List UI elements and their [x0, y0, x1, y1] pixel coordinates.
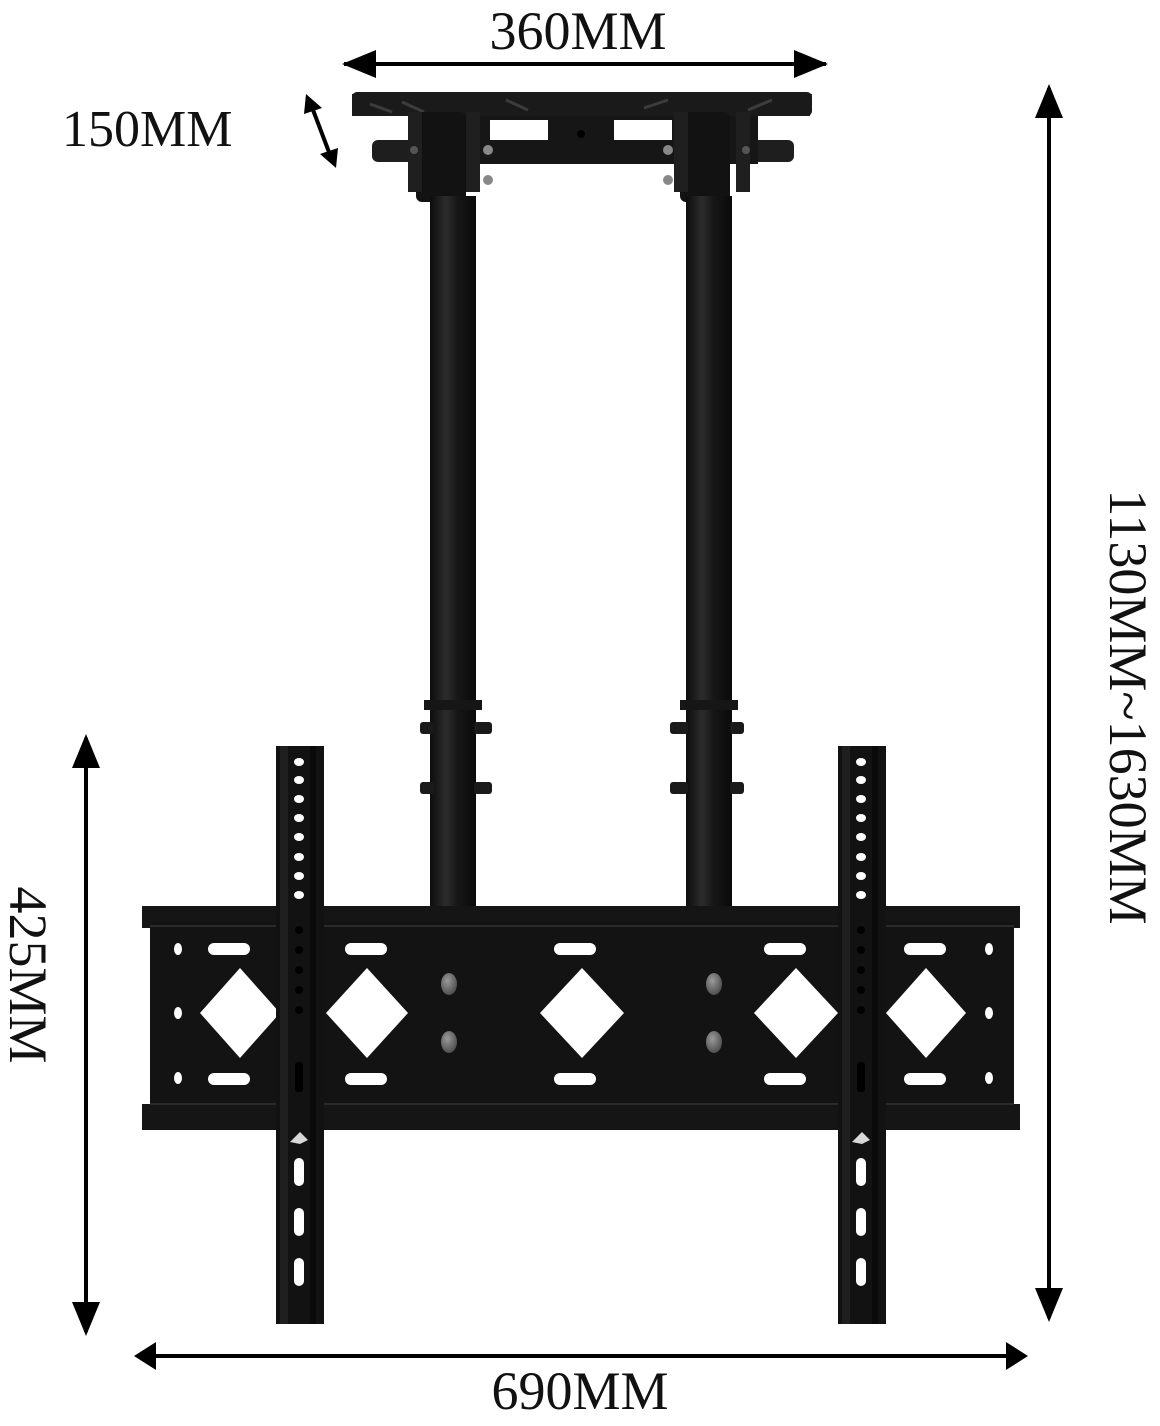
label-total-height-range: 1130MM~1630MM [1098, 489, 1158, 925]
tv-bracket-plate [142, 906, 1020, 1130]
label-ceiling-plate-depth: 150MM [62, 101, 233, 158]
ceiling-plate [352, 92, 812, 202]
vertical-arm-right [838, 746, 886, 1324]
poles [420, 196, 744, 908]
label-bracket-width: 690MM [491, 1361, 669, 1421]
bolts [441, 973, 722, 1053]
arrow-150mm [308, 101, 334, 161]
vertical-arm-left [276, 746, 324, 1324]
label-bracket-height: 425MM [0, 886, 58, 1064]
diamond-cutouts [200, 968, 966, 1058]
dimension-arrows [72, 50, 1063, 1370]
label-ceiling-plate-width: 360MM [489, 1, 667, 61]
